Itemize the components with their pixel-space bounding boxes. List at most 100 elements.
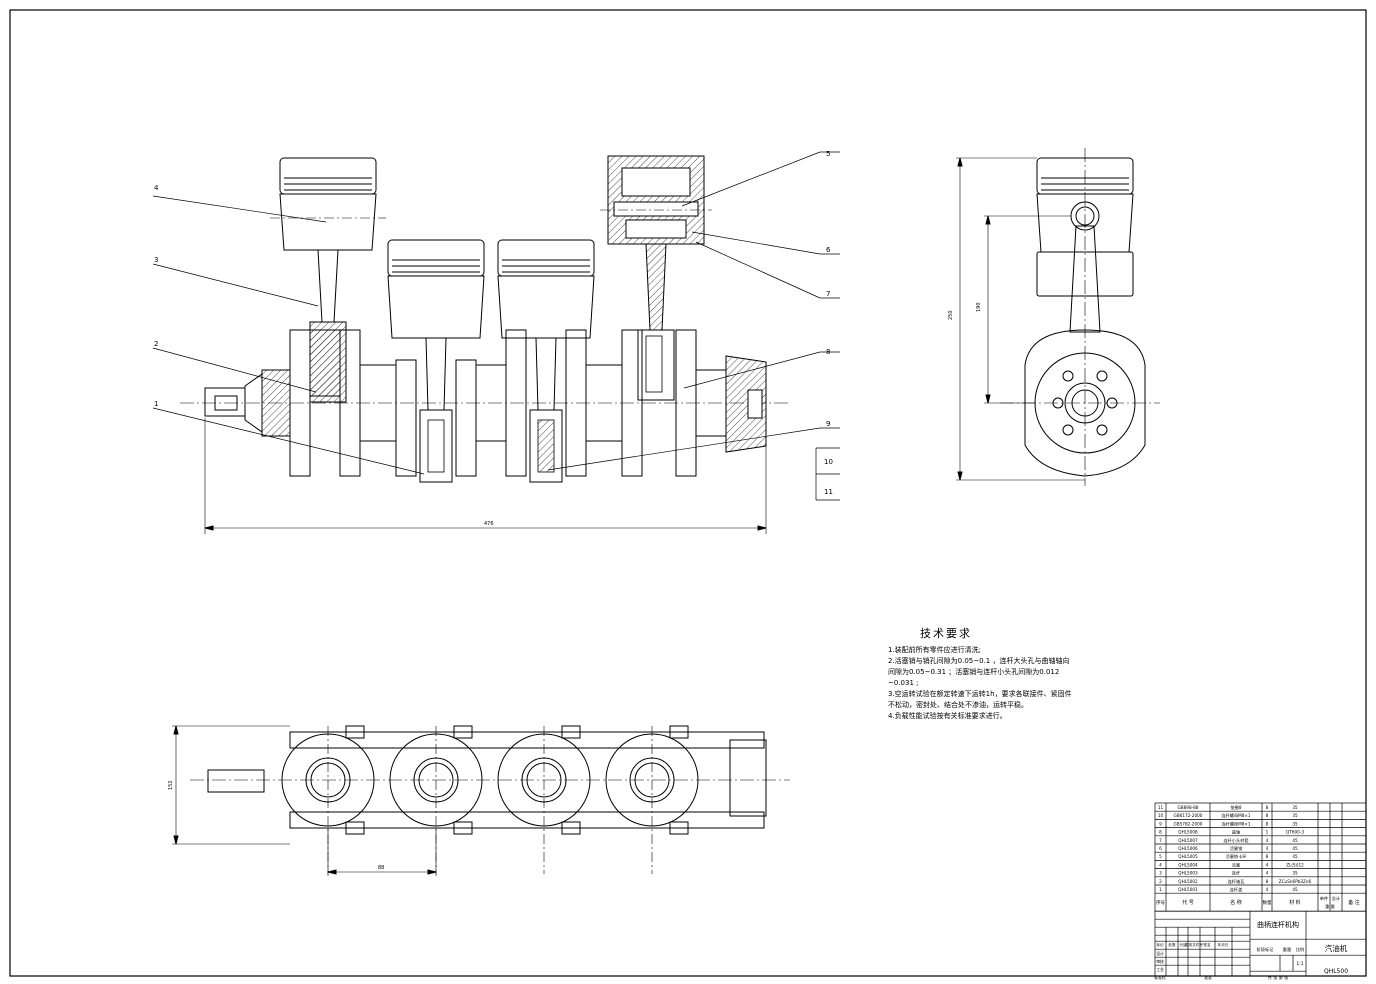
parts-row-name: 连杆 — [1232, 870, 1241, 877]
parts-row-name: 连杆螺母M8×1 — [1221, 812, 1251, 819]
balloon-3: 3 — [154, 256, 158, 264]
parts-row-no: 4 — [1159, 862, 1162, 867]
role-label: 标准化 — [1154, 975, 1166, 980]
parts-row-qty: 4 — [1266, 846, 1269, 851]
revision-label: 年月日 — [1218, 942, 1229, 947]
drawing-number: QHL500 — [1324, 968, 1348, 975]
parts-row-qty: 8 — [1266, 879, 1269, 884]
revision-label: 更改文件号 — [1185, 942, 1203, 947]
parts-header-material: 材 料 — [1289, 899, 1301, 906]
role-label: 审核 — [1156, 959, 1164, 964]
role-label: 批准 — [1204, 975, 1212, 980]
scale-value: 1:1 — [1296, 961, 1303, 967]
parts-row-no: 9 — [1159, 821, 1162, 826]
title-block: 曲柄连杆机构汽油机 QHL500 阶段标记 重量比例 1:1 共 张 第 张 标记处数分区更… — [1154, 910, 1367, 981]
parts-row-code: GB6172-2000 — [1174, 813, 1203, 818]
balloon-8: 8 — [826, 348, 830, 356]
parts-row-material: ZCuSn6Pb3Zn6 — [1279, 879, 1312, 884]
tech-req-line: 间隙为0.05~0.31 ；活塞销与连杆小头孔间隙为0.012 — [888, 668, 1060, 676]
parts-row-name: 活塞销 — [1230, 845, 1243, 852]
tech-req-title: 技术要求 — [920, 627, 972, 640]
parts-row-name: 连杆盖 — [1230, 886, 1243, 893]
balloon-4: 4 — [154, 184, 159, 192]
parts-header-no: 序号 — [1156, 899, 1165, 906]
sheet-border — [9, 9, 1367, 977]
side-view — [956, 148, 1160, 486]
parts-row-no: 1 — [1159, 887, 1162, 892]
balloon-5: 5 — [826, 150, 830, 158]
parts-row-code: QHL5001 — [1178, 887, 1198, 892]
parts-row-material: QT600-3 — [1286, 830, 1304, 835]
parts-row-code: QHL5002 — [1178, 879, 1198, 884]
parts-row-qty: 8 — [1266, 854, 1269, 859]
parts-row-material: 35 — [1292, 813, 1298, 818]
parts-row-material: 45 — [1292, 854, 1298, 859]
stage-mark-label: 阶段标记 — [1257, 946, 1275, 953]
parts-row-no: 8 — [1159, 830, 1162, 835]
parts-row-qty: 8 — [1266, 813, 1269, 818]
balloon-10: 10 — [824, 458, 833, 466]
parts-row-no: 6 — [1159, 846, 1162, 851]
parts-row-qty: 4 — [1266, 871, 1269, 876]
parts-row-name: 连杆小头衬套 — [1223, 837, 1249, 844]
parts-header-unit-weight: 单件 — [1320, 895, 1328, 902]
parts-row-material: 45 — [1292, 887, 1298, 892]
tech-req-line: 2.活塞销与销孔间隙为0.05~0.1 ，连杆大头孔与曲轴轴向 — [888, 657, 1070, 665]
balloon-6: 6 — [826, 246, 831, 254]
product-name: 汽油机 — [1325, 943, 1348, 953]
parts-row-material: ZL(Si)12 — [1286, 862, 1304, 867]
parts-row-name: 连杆螺栓M8×1 — [1221, 820, 1251, 827]
parts-row-qty: 8 — [1266, 805, 1269, 810]
parts-row-qty: 4 — [1266, 838, 1269, 843]
parts-row-no: 10 — [1158, 813, 1164, 818]
parts-row-name: 连杆轴瓦 — [1228, 878, 1245, 885]
revision-label: 标记 — [1156, 942, 1164, 947]
parts-header-weight: 重 量 — [1325, 903, 1335, 910]
role-label: 设计 — [1156, 951, 1164, 956]
drawing-title: 曲柄连杆机构 — [1257, 920, 1299, 929]
parts-row-qty: 4 — [1266, 887, 1269, 892]
parts-row-code: QHL5003 — [1178, 871, 1198, 876]
weight-label: 重量 — [1283, 946, 1291, 953]
parts-row-material: 45 — [1292, 846, 1298, 851]
parts-header-note: 备 注 — [1348, 899, 1360, 906]
parts-row-code: QHL5008 — [1178, 830, 1198, 835]
dim-side-inner: 190 — [976, 302, 982, 312]
parts-header-total-weight: 总计 — [1332, 895, 1340, 902]
revision-label: 分区 — [1179, 942, 1187, 947]
plan-view — [172, 725, 790, 876]
tech-req-line: 1.装配前所有零件应进行清洗; — [888, 646, 982, 654]
dim-plan-pitch: 88 — [378, 865, 384, 871]
parts-row-name: 活塞销卡环 — [1226, 853, 1247, 860]
parts-row-qty: 8 — [1266, 821, 1269, 826]
parts-row-code: QHL5005 — [1178, 854, 1198, 859]
parts-row-code: QHL5004 — [1178, 862, 1198, 867]
balloon-11: 11 — [824, 488, 833, 496]
balloon-1: 1 — [154, 400, 158, 408]
parts-row-qty: 4 — [1266, 862, 1269, 867]
balloon-7: 7 — [826, 290, 830, 298]
parts-row-name: 活塞 — [1232, 861, 1241, 868]
balloon-2: 2 — [154, 340, 158, 348]
parts-row-no: 7 — [1159, 838, 1162, 843]
parts-row-code: QHL5007 — [1178, 838, 1198, 843]
parts-row-name: 曲轴 — [1232, 829, 1240, 836]
scale-label: 比例 — [1296, 946, 1304, 953]
technical-requirements: 技术要求 1.装配前所有零件应进行清洗; 2.活塞销与销孔间隙为0.05~0.1… — [888, 628, 1148, 722]
balloon-9: 9 — [826, 420, 830, 428]
parts-row-name: 垫圈8 — [1230, 804, 1241, 811]
parts-row-no: 2 — [1159, 879, 1162, 884]
parts-row-material: 35 — [1292, 871, 1298, 876]
dim-overall-length: 476 — [484, 521, 494, 527]
parts-row-no: 3 — [1159, 871, 1162, 876]
tech-req-line: 4.负载性能试验按有关标准要求进行。 — [888, 712, 1007, 720]
parts-row-qty: 1 — [1266, 830, 1269, 835]
revision-label: 处数 — [1168, 942, 1176, 947]
dim-plan-height: 152 — [168, 780, 174, 790]
revision-label: 签名 — [1203, 942, 1211, 947]
parts-header-code: 代 号 — [1182, 899, 1194, 906]
sheet-count: 共 张 第 张 — [1268, 974, 1290, 981]
parts-row-code: GB5782-2000 — [1174, 821, 1203, 826]
